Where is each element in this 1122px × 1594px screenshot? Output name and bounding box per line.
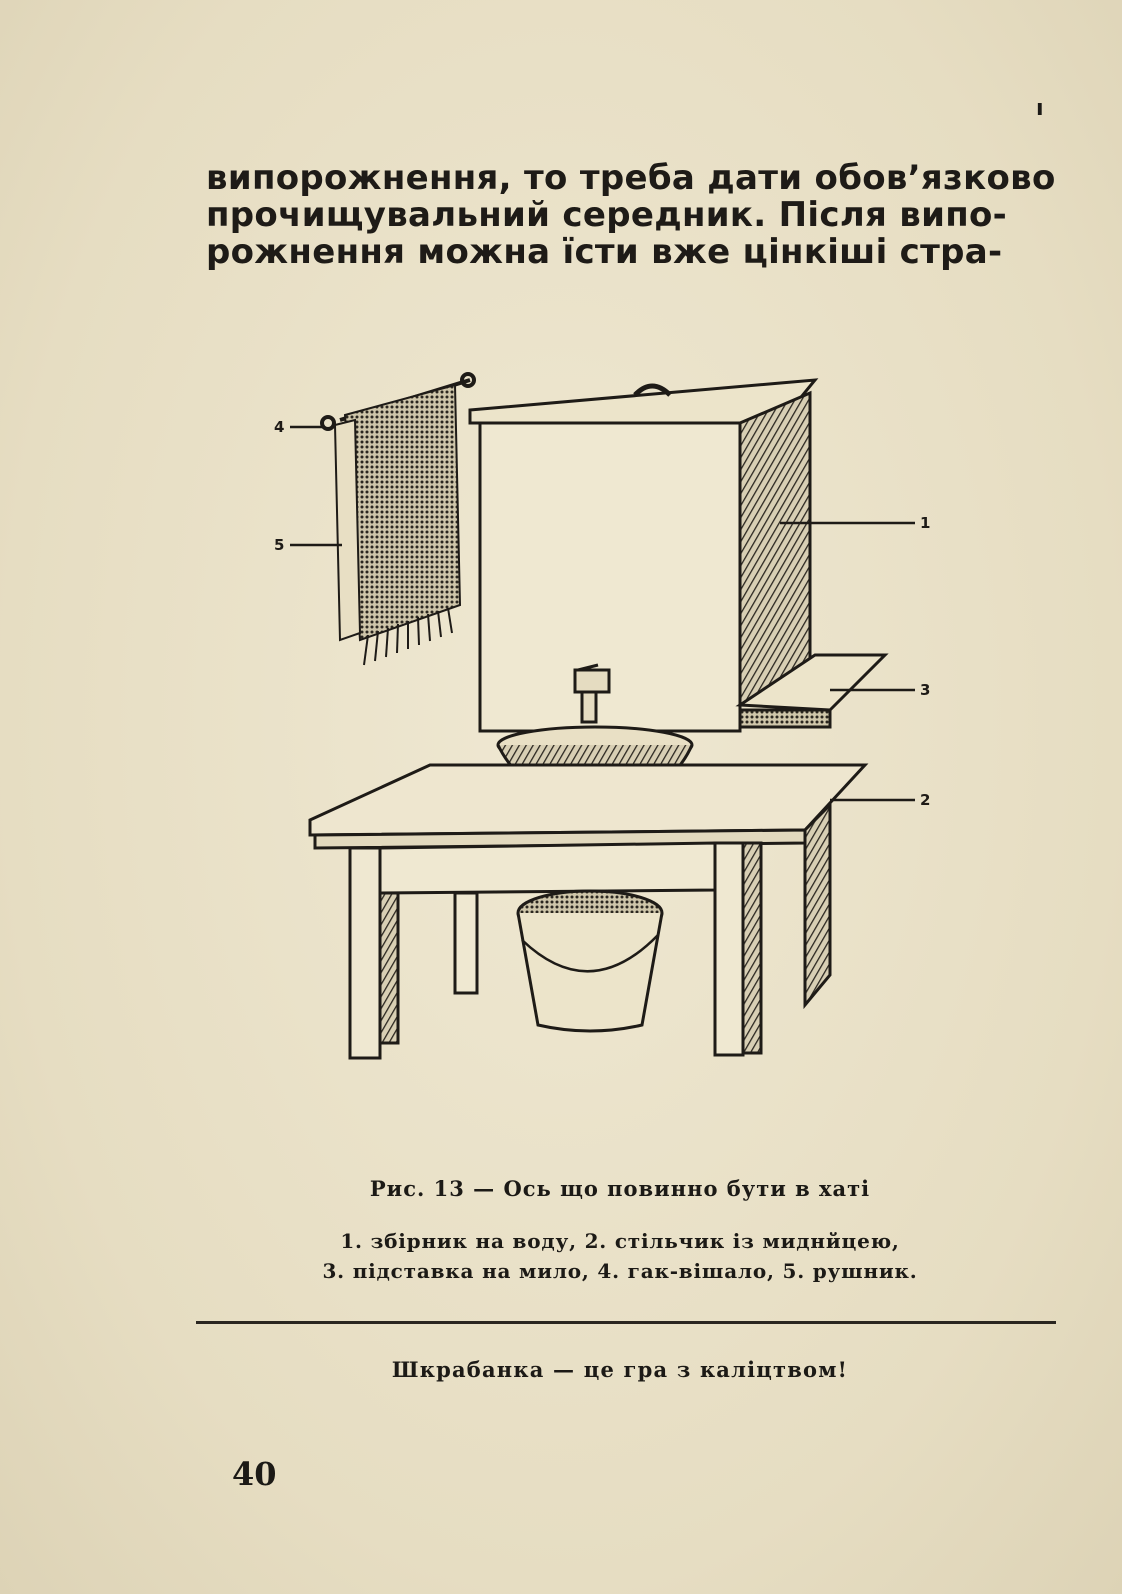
corner-mark: ı <box>1036 96 1044 121</box>
body-line: випорожнення, то треба дати обов’язково <box>206 158 1056 198</box>
callout-label: 3 <box>920 681 930 699</box>
page-number: 40 <box>232 1455 277 1493</box>
callout-label: 1 <box>920 514 930 532</box>
callout-label: 5 <box>274 536 284 554</box>
towel <box>333 383 462 666</box>
table <box>308 763 869 1060</box>
callout-leaders <box>290 425 915 802</box>
legend-line: 1. збірник на воду, 2. стільчик із миднй… <box>340 1229 900 1253</box>
legend-line: 3. підставка на мило, 4. гак-вішало, 5. … <box>322 1259 918 1283</box>
soap-shelf <box>735 653 889 729</box>
callout-label: 4 <box>274 418 284 436</box>
figure-legend: 1. збірник на воду, 2. стільчик із миднй… <box>200 1226 1040 1286</box>
water-container <box>468 378 819 733</box>
washstand-illustration: 1 2 3 4 5 <box>260 365 960 1095</box>
bucket <box>516 889 664 1033</box>
figure-caption: Рис. 13 — Ось що повинно бути в хаті <box>369 1176 871 1201</box>
body-paragraph: випорожнення, то треба дати обов’язково … <box>206 160 1066 271</box>
body-line: рожнення можна їсти вже цінкіші стра- <box>206 232 1003 272</box>
body-line: прочищувальний середник. Після випо- <box>206 195 1008 235</box>
slogan: Шкрабанка — це гра з каліцтвом! <box>391 1357 849 1382</box>
divider-rule <box>196 1321 1056 1324</box>
callout-label: 2 <box>920 791 930 809</box>
faucet <box>573 663 611 724</box>
